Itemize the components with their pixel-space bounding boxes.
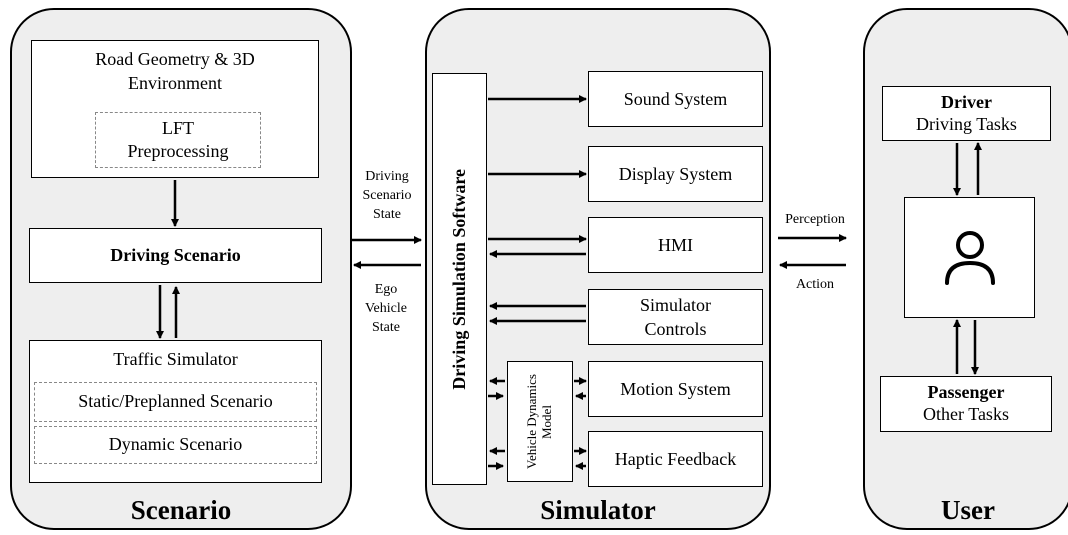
sound-system-label: Sound System	[623, 88, 728, 109]
driving-scenario-state-label: Driving Scenario State	[362, 169, 412, 222]
driving-scenario-box: Driving Scenario	[29, 228, 322, 283]
user-title: User	[941, 495, 995, 525]
hmi-box: HMI	[588, 217, 763, 273]
user-avatar-box	[904, 197, 1035, 318]
display-system-box: Display System	[588, 146, 763, 202]
traffic-simulator-label: Traffic Simulator	[113, 349, 238, 369]
action-label: Action	[795, 277, 835, 292]
simulator-title: Simulator	[540, 495, 656, 525]
passenger-label: Passenger	[927, 382, 1005, 403]
driver-box: Driver Driving Tasks	[882, 86, 1051, 141]
static-scenario-box: Static/Preplanned Scenario	[34, 382, 317, 422]
driving-simulation-software-box: Driving Simulation Software	[432, 73, 487, 485]
driver-label: Driver	[941, 91, 992, 112]
motion-system-box: Motion System	[588, 361, 763, 417]
dynamic-scenario-box: Dynamic Scenario	[34, 426, 317, 464]
passenger-box: Passenger Other Tasks	[880, 376, 1052, 432]
vehicle-dynamics-model-box: Vehicle Dynamics Model	[507, 361, 573, 482]
haptic-feedback-label: Haptic Feedback	[614, 448, 737, 469]
simulator-controls-box: Simulator Controls	[588, 289, 763, 345]
haptic-feedback-box: Haptic Feedback	[588, 431, 763, 487]
driving-scenario-label: Driving Scenario	[110, 245, 241, 266]
hmi-label: HMI	[658, 234, 693, 255]
ego-vehicle-state-label: Ego Vehicle State	[365, 282, 407, 335]
dynamic-scenario-label: Dynamic Scenario	[108, 434, 243, 455]
passenger-tasks-label: Other Tasks	[923, 404, 1009, 424]
display-system-label: Display System	[618, 163, 733, 184]
sound-system-box: Sound System	[588, 71, 763, 127]
perception-label: Perception	[785, 212, 845, 227]
driver-tasks-label: Driving Tasks	[916, 113, 1017, 134]
scenario-title: Scenario	[130, 495, 232, 525]
lft-preprocessing-box: LFT Preprocessing	[95, 112, 261, 168]
simulator-controls-label: Simulator Controls	[640, 294, 711, 339]
person-icon	[944, 230, 995, 285]
lft-preprocessing-label: LFT Preprocessing	[127, 117, 229, 161]
static-scenario-label: Static/Preplanned Scenario	[78, 391, 273, 412]
motion-system-label: Motion System	[620, 378, 731, 399]
road-geometry-label: Road Geometry & 3D Environment	[95, 49, 255, 94]
